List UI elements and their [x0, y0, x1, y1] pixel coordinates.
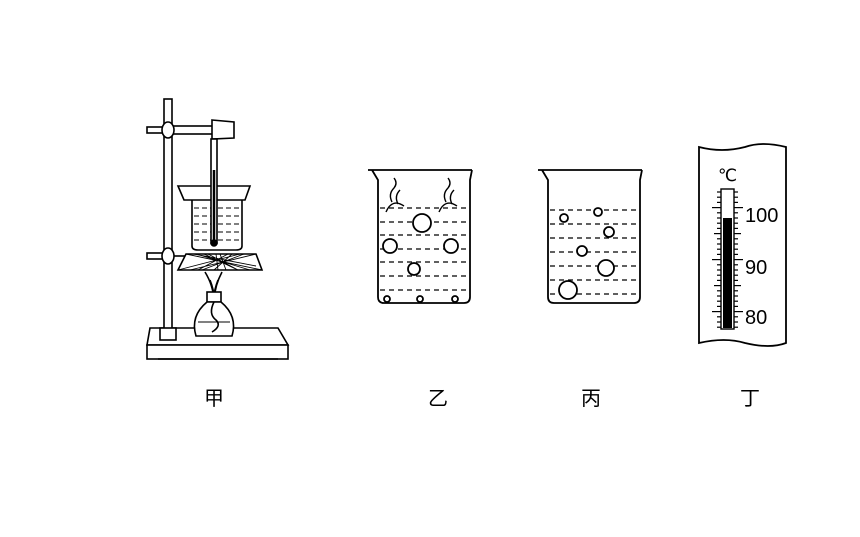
label-jia: 甲	[204, 386, 224, 410]
bubble	[558, 207, 615, 300]
ring-clamp	[146, 247, 186, 265]
tick-label-100: 100	[745, 205, 778, 227]
label-bing: 丙	[581, 386, 601, 410]
beaker-yi	[368, 169, 473, 304]
beaker-bing	[538, 169, 643, 304]
bubble	[382, 213, 459, 303]
mercury-column	[723, 218, 732, 328]
stand-base	[146, 327, 290, 360]
thermometer-jia	[210, 138, 218, 247]
stand-rod	[159, 98, 177, 341]
alcohol-lamp	[193, 271, 235, 337]
thermometer-scale	[698, 143, 787, 347]
label-yi: 乙	[428, 386, 448, 410]
upper-clamp	[146, 119, 235, 140]
wire-gauze	[176, 253, 264, 271]
heating-apparatus	[146, 98, 290, 360]
steam	[385, 177, 458, 213]
unit-label: ℃	[718, 166, 737, 186]
tick-label-80: 80	[745, 307, 767, 329]
tick-label-90: 90	[745, 257, 767, 279]
label-ding: 丁	[740, 386, 760, 410]
